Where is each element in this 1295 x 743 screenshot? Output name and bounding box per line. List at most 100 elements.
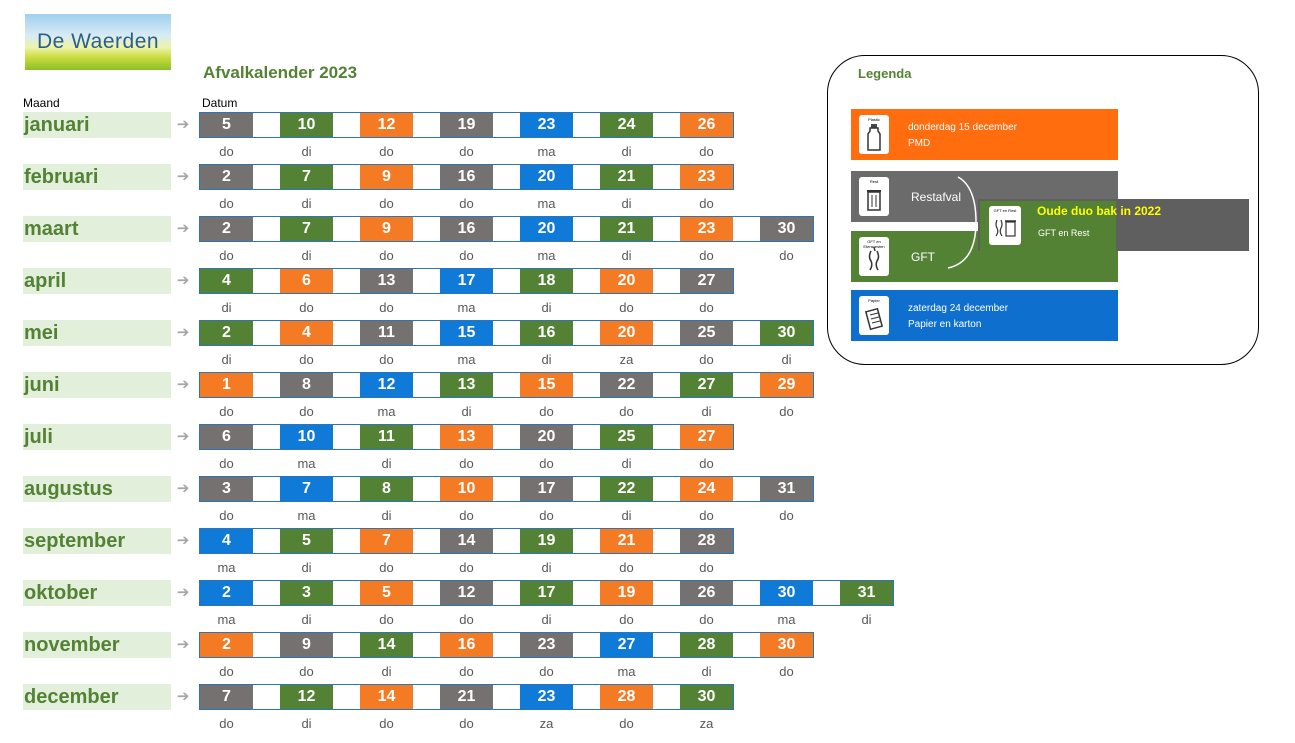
- month-label-januari: januari: [23, 112, 171, 138]
- empty-cell: [493, 165, 520, 189]
- day-cell: 8: [360, 477, 413, 501]
- day-cell: 9: [360, 165, 413, 189]
- day-cell: 2: [200, 633, 253, 657]
- arrow-icon: ➔: [176, 220, 190, 237]
- weekday-label: di: [701, 404, 712, 419]
- day-cell: 21: [440, 685, 493, 709]
- weekday-label: do: [219, 508, 234, 523]
- day-cell: 3: [200, 477, 253, 501]
- weekday-label: do: [299, 352, 314, 367]
- empty-cell: [333, 633, 360, 657]
- weekday-label: za: [619, 352, 634, 367]
- empty-cell: [253, 321, 280, 345]
- weekday-label: ma: [617, 664, 636, 679]
- empty-cell: [333, 477, 360, 501]
- empty-cell: [253, 269, 280, 293]
- empty-cell: [653, 113, 680, 137]
- weekday-label: di: [781, 352, 792, 367]
- day-cell: 13: [360, 269, 413, 293]
- empty-cell: [493, 217, 520, 241]
- weekday-label: di: [221, 352, 232, 367]
- papier-icon-label: Papier: [868, 298, 880, 303]
- day-cell: 27: [680, 373, 733, 397]
- day-cell: 28: [600, 685, 653, 709]
- day-cell: 2: [200, 581, 253, 605]
- day-cell: 16: [440, 217, 493, 241]
- empty-cell: [413, 217, 440, 241]
- empty-cell: [413, 477, 440, 501]
- weekday-label: do: [539, 508, 554, 523]
- day-cell: 20: [520, 165, 573, 189]
- month-label-juni: juni: [23, 372, 171, 398]
- empty-cell: [493, 581, 520, 605]
- legend-duo: GFT en Rest Oude duo bak in 2022 GFT en …: [978, 199, 1249, 251]
- day-cell: 31: [760, 477, 813, 501]
- day-cell: 5: [360, 581, 413, 605]
- weekday-label: di: [621, 196, 632, 211]
- day-cell: 18: [520, 269, 573, 293]
- empty-cell: [413, 269, 440, 293]
- day-cell: 21: [600, 529, 653, 553]
- arrow-icon: ➔: [176, 480, 190, 497]
- weekday-label: ma: [457, 352, 476, 367]
- day-cell: 23: [520, 113, 573, 137]
- header-datum: Datum: [202, 96, 238, 110]
- day-cell: 8: [280, 373, 333, 397]
- rest-label: Restafval: [911, 190, 962, 204]
- weekday-label: do: [779, 404, 794, 419]
- day-cell: 7: [280, 477, 333, 501]
- empty-cell: [573, 165, 600, 189]
- page-title: Afvalkalender 2023: [203, 63, 358, 82]
- day-cell: 12: [280, 685, 333, 709]
- empty-cell: [653, 269, 680, 293]
- arrow-icon: ➔: [176, 272, 190, 289]
- weekday-label: do: [779, 248, 794, 263]
- weekday-label: do: [539, 664, 554, 679]
- empty-cell: [253, 165, 280, 189]
- empty-cell: [253, 217, 280, 241]
- empty-cell: [653, 217, 680, 241]
- empty-cell: [413, 581, 440, 605]
- weekday-label: do: [619, 716, 634, 731]
- day-cell: 20: [600, 321, 653, 345]
- weekday-label: di: [381, 664, 392, 679]
- month-label-november: november: [23, 632, 171, 658]
- empty-cell: [333, 581, 360, 605]
- day-cell: 23: [680, 165, 733, 189]
- weekday-label: do: [219, 404, 234, 419]
- weekday-label: di: [541, 352, 552, 367]
- empty-cell: [573, 477, 600, 501]
- weekday-label: do: [459, 508, 474, 523]
- weekday-label: ma: [457, 300, 476, 315]
- day-cell: 13: [440, 425, 493, 449]
- day-cell: 17: [440, 269, 493, 293]
- month-label-augustus: augustus: [23, 476, 171, 502]
- empty-cell: [413, 165, 440, 189]
- weekday-label: do: [459, 664, 474, 679]
- rest-icon-label: Rest: [869, 179, 879, 184]
- day-cell: 19: [520, 529, 573, 553]
- day-cell: 20: [600, 269, 653, 293]
- header-maand: Maand: [23, 96, 60, 110]
- weekday-label: di: [621, 456, 632, 471]
- weekday-label: do: [459, 456, 474, 471]
- weekday-label: do: [699, 300, 714, 315]
- empty-cell: [733, 321, 760, 345]
- weekday-label: do: [539, 456, 554, 471]
- day-cell: 14: [360, 633, 413, 657]
- weekday-label: do: [459, 144, 474, 159]
- day-cell: 24: [600, 113, 653, 137]
- weekday-label: do: [299, 300, 314, 315]
- day-cell: 2: [200, 217, 253, 241]
- day-cell: 4: [200, 529, 253, 553]
- day-cell: 19: [600, 581, 653, 605]
- weekday-label: di: [381, 456, 392, 471]
- pmd-icon-label: Plastic: [868, 117, 880, 122]
- paper-icon: Papier: [859, 296, 889, 335]
- day-cell: 4: [200, 269, 253, 293]
- empty-cell: [333, 685, 360, 709]
- day-cell: 2: [200, 165, 253, 189]
- empty-cell: [493, 113, 520, 137]
- day-cell: 6: [280, 269, 333, 293]
- weekday-label: di: [621, 248, 632, 263]
